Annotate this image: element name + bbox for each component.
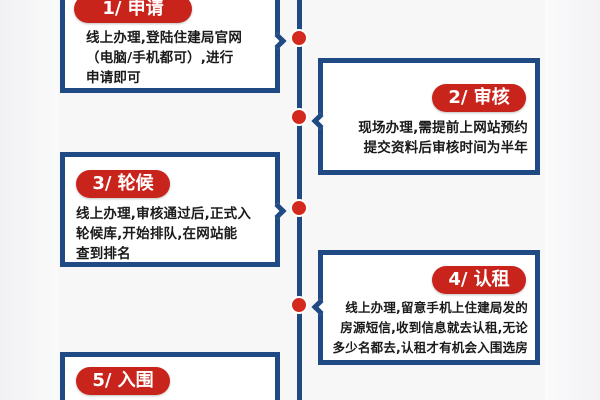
step-badge-2: 2/ 审核 (432, 84, 526, 112)
background-right-panel (545, 0, 600, 400)
connector-notch (311, 112, 329, 130)
step-badge-4: 4/ 认租 (432, 266, 526, 294)
timeline-dot-4 (292, 298, 306, 312)
timeline-dot-1 (292, 31, 306, 45)
timeline-line (297, 46, 302, 400)
step-badge-5: 5/ 入围 (76, 367, 170, 395)
step-badge-1: 1/ 申请 (74, 0, 192, 23)
timeline-dot-3 (292, 201, 306, 215)
step-description-4: 线上办理,留意手机上住建局发的 房源短信,收到信息就去认租,无论 多少名都去,认… (332, 300, 528, 355)
timeline-line (297, 0, 302, 30)
step-badge-3: 3/ 轮候 (76, 170, 170, 198)
timeline-dot-2 (292, 110, 306, 124)
step-card-2 (311, 58, 540, 175)
step-description-1: 线上办理,登陆住建局官网 （电脑/手机都可）,进行 申请即可 (86, 30, 243, 86)
background-left-panel (0, 0, 58, 400)
step-description-3: 线上办理,审核通过后,正式入 轮候库,开始排队,在网站能 查到排名 (76, 206, 252, 262)
step-description-2: 现场办理,需提前上网站预约 提交资料后审核时间为半年 (358, 120, 528, 156)
